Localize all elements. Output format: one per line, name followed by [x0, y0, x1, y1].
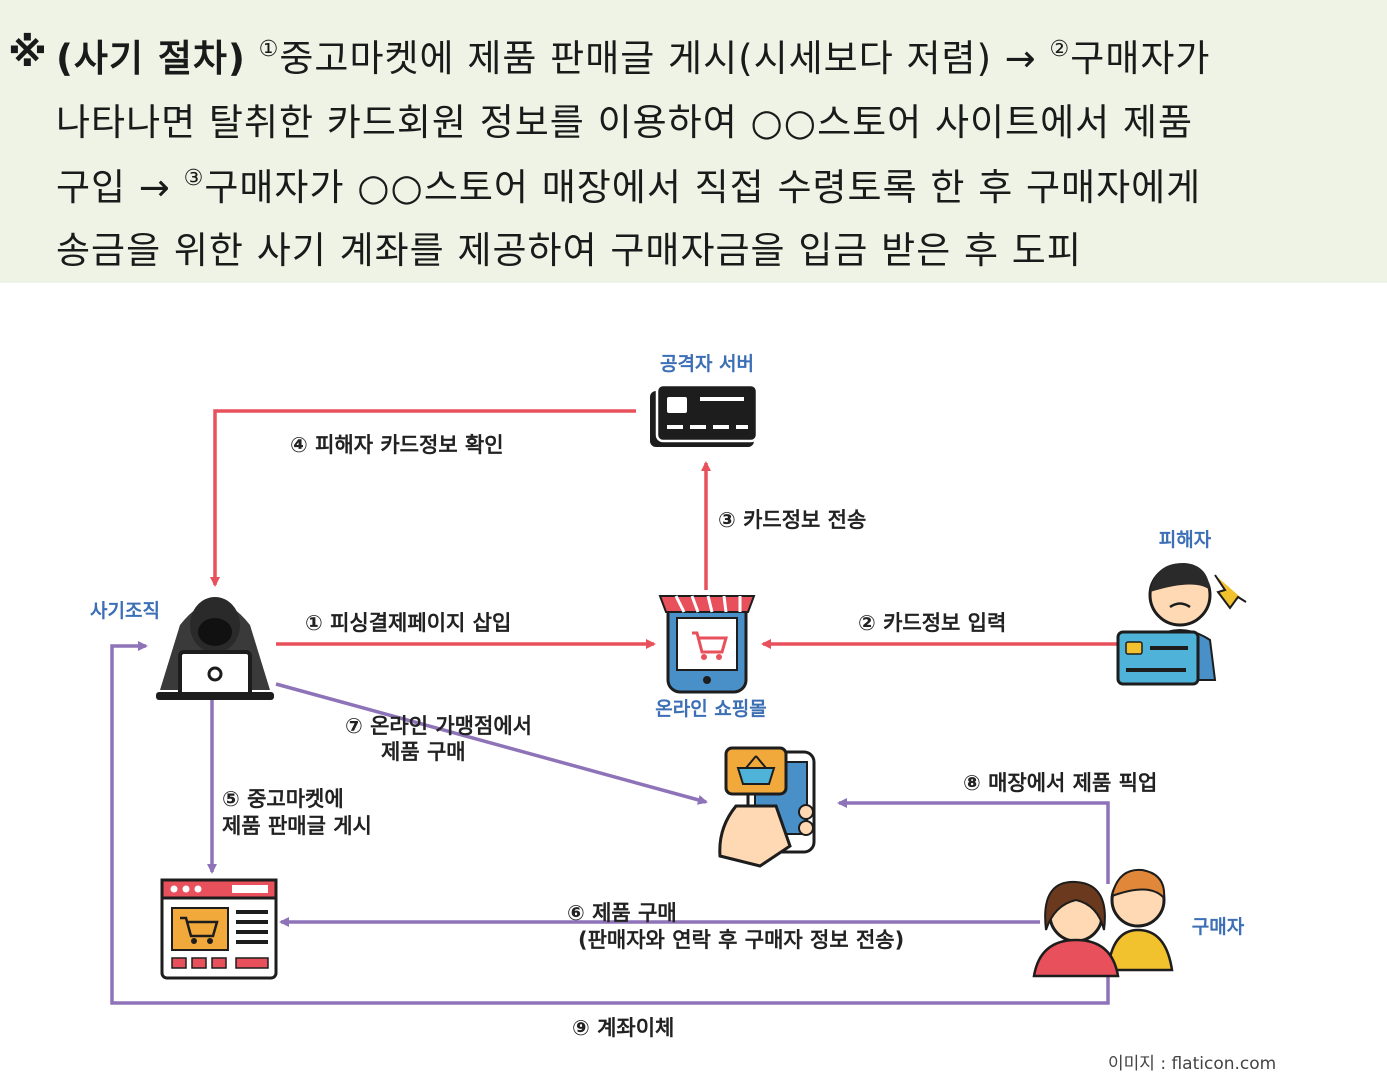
online-shop-icon: [658, 595, 756, 694]
label-buyer: 구매자: [1192, 916, 1245, 938]
image-credit: 이미지 : flaticon.com: [1108, 1054, 1276, 1074]
label-victim: 피해자: [1159, 529, 1212, 551]
procedure-title: (사기 절차): [56, 37, 246, 80]
marketplace-page-icon: [160, 878, 278, 980]
step-number-2: ②: [1049, 37, 1071, 62]
arrow-step-9: [110, 641, 1110, 1005]
arrow-step-4: [210, 409, 636, 587]
victim-icon: [1116, 562, 1247, 686]
procedure-line-3a: 구입 →: [56, 166, 171, 209]
step-5-label-line1: ⑤ 중고마켓에: [222, 787, 344, 811]
credit-card-icon: [650, 383, 759, 447]
step-8-label: ⑧ 매장에서 제품 픽업: [963, 771, 1157, 795]
procedure-line-1: (사기 절차) ①중고마켓에 제품 판매글 게시(시세보다 저렴) → ②구매자…: [56, 28, 1210, 82]
procedure-line-4: 송금을 위한 사기 계좌를 제공하여 구매자금을 입금 받은 후 도피: [56, 229, 1082, 272]
procedure-line-3: 구입 → ③구매자가 ○○스토어 매장에서 직접 수령토록 한 후 구매자에게: [56, 157, 1201, 211]
step-1-label: ① 피싱결제페이지 삽입: [305, 611, 511, 635]
red-arrows: [210, 409, 1118, 649]
step-number-1: ①: [258, 37, 280, 62]
mobile-shopping-icon: [718, 746, 816, 868]
step-2-label: ② 카드정보 입력: [858, 611, 1006, 635]
purple-arrows: [110, 641, 1110, 1005]
label-attacker-server: 공격자 서버: [660, 353, 754, 375]
fraud-flow-diagram: 공격자 서버 사기조직 온라인 쇼핑몰 피해자 구매자 ④ 피해자 카드정보 확…: [90, 353, 1276, 1074]
arrow-step-8: [837, 798, 1110, 884]
label-fraud-org: 사기조직: [90, 600, 160, 622]
procedure-line-3b: 구매자가 ○○스토어 매장에서 직접 수령토록 한 후 구매자에게: [204, 166, 1202, 209]
procedure-box: ※ (사기 절차) ①중고마켓에 제품 판매글 게시(시세보다 저렴) → ②구…: [0, 0, 1387, 283]
procedure-line-2: 나타나면 탈취한 카드회원 정보를 이용하여 ○○스토어 사이트에서 제품: [56, 101, 1194, 144]
arrow-step-7: [275, 682, 708, 805]
step-5-label-line2: 제품 판매글 게시: [222, 814, 372, 838]
buyers-icon: [1032, 868, 1174, 978]
step-6-label-line2: (판매자와 연락 후 구매자 정보 전송): [578, 928, 904, 952]
step-7-label-line1: ⑦ 온라인 가맹점에서: [345, 714, 532, 738]
step-3-label: ③ 카드정보 전송: [718, 508, 866, 532]
step-6-label-line1: ⑥ 제품 구매: [567, 901, 677, 925]
step-4-label: ④ 피해자 카드정보 확인: [290, 433, 504, 457]
label-online-mall: 온라인 쇼핑몰: [655, 698, 767, 720]
procedure-line-1b: 구매자가: [1070, 37, 1211, 80]
note-marker: ※: [8, 30, 47, 76]
step-9-label: ⑨ 계좌이체: [572, 1016, 674, 1040]
step-number-3: ③: [183, 166, 205, 191]
procedure-line-1a: 중고마켓에 제품 판매글 게시(시세보다 저렴) →: [279, 37, 1037, 80]
hacker-icon: [156, 597, 274, 700]
step-7-label-line2: 제품 구매: [381, 740, 466, 764]
